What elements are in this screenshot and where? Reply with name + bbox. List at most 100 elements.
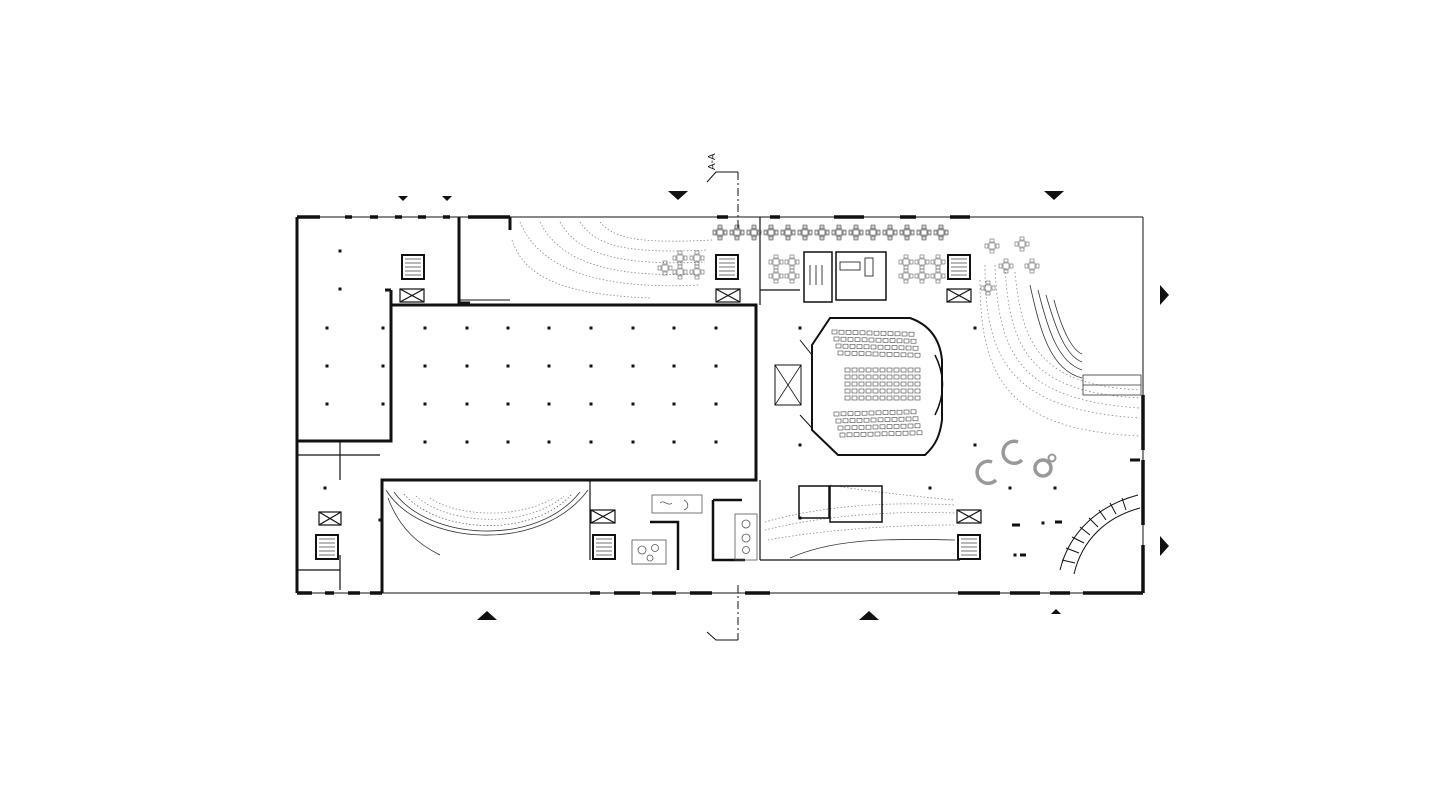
seat bbox=[893, 374, 900, 380]
seat bbox=[900, 381, 907, 387]
column bbox=[672, 402, 676, 406]
seat bbox=[900, 367, 907, 373]
cafe-table bbox=[712, 225, 728, 241]
elevator-5 bbox=[590, 509, 616, 524]
cafe-table bbox=[1024, 258, 1040, 274]
right-stepped-stairs bbox=[1029, 284, 1142, 396]
seat bbox=[844, 425, 851, 431]
seat bbox=[889, 410, 896, 415]
mid-service-rooms bbox=[650, 485, 883, 570]
column-grid bbox=[323, 249, 1057, 557]
seat bbox=[844, 350, 851, 356]
column bbox=[589, 440, 593, 444]
seat bbox=[898, 416, 905, 422]
elevator-1 bbox=[399, 288, 425, 303]
kiosk-objects bbox=[631, 494, 758, 565]
column bbox=[378, 518, 382, 522]
seat bbox=[868, 410, 875, 416]
seat bbox=[877, 344, 884, 350]
entrance-arrow bbox=[477, 611, 497, 620]
seat bbox=[886, 395, 893, 401]
seat bbox=[875, 337, 882, 343]
seat bbox=[882, 338, 889, 343]
seat bbox=[849, 418, 856, 423]
seat bbox=[901, 331, 908, 337]
elevator-6 bbox=[956, 509, 982, 524]
seat bbox=[893, 388, 900, 394]
seat bbox=[907, 388, 914, 394]
secondary-walls bbox=[297, 217, 960, 590]
seat bbox=[845, 330, 852, 335]
seat bbox=[842, 343, 849, 349]
seat bbox=[907, 374, 914, 380]
cafe-table bbox=[768, 268, 784, 284]
column bbox=[381, 402, 385, 406]
cafe-table bbox=[980, 280, 996, 296]
column bbox=[798, 326, 802, 330]
seat bbox=[858, 351, 865, 356]
seat bbox=[858, 367, 865, 373]
column bbox=[423, 440, 427, 444]
seat bbox=[916, 430, 923, 436]
seat bbox=[851, 425, 858, 430]
seat bbox=[896, 338, 903, 344]
cafe-table bbox=[916, 225, 932, 241]
seat bbox=[863, 344, 870, 350]
seat bbox=[865, 424, 872, 430]
seat bbox=[844, 388, 851, 394]
cafe-table bbox=[729, 225, 745, 241]
column bbox=[465, 440, 469, 444]
seat bbox=[914, 352, 921, 358]
entrance-arrow bbox=[1160, 285, 1169, 305]
entrance-arrow bbox=[1160, 536, 1169, 556]
seat bbox=[865, 395, 872, 401]
column bbox=[506, 440, 510, 444]
entrance-markers-bottom bbox=[477, 609, 1061, 620]
seat bbox=[874, 431, 881, 437]
seat bbox=[914, 395, 921, 401]
cafe-table bbox=[1014, 236, 1030, 252]
stair-core-1 bbox=[401, 254, 425, 280]
column bbox=[1053, 486, 1057, 490]
seat bbox=[872, 351, 879, 357]
cafe-table bbox=[689, 264, 705, 280]
stair-core-5 bbox=[592, 534, 616, 560]
seat bbox=[861, 337, 868, 343]
seat bbox=[907, 367, 914, 373]
misc-wall-marks bbox=[1012, 458, 1140, 557]
seat bbox=[851, 367, 858, 373]
seat bbox=[838, 329, 845, 335]
seat bbox=[840, 336, 847, 342]
seat bbox=[872, 381, 879, 387]
seat bbox=[910, 409, 917, 415]
column bbox=[631, 326, 635, 330]
cafe-table bbox=[984, 238, 1000, 254]
seat bbox=[886, 367, 893, 373]
seat bbox=[842, 418, 849, 424]
seat bbox=[907, 352, 914, 358]
cafe-table bbox=[898, 268, 914, 284]
seat bbox=[879, 424, 886, 430]
seat bbox=[865, 388, 872, 394]
auditorium bbox=[774, 317, 944, 456]
seat bbox=[844, 374, 851, 380]
seat bbox=[879, 388, 886, 394]
column bbox=[325, 364, 329, 368]
column bbox=[423, 402, 427, 406]
seat bbox=[865, 381, 872, 387]
seat bbox=[912, 345, 919, 351]
stair-core-2 bbox=[715, 254, 739, 280]
seat bbox=[867, 431, 874, 437]
column bbox=[672, 364, 676, 368]
seat bbox=[909, 430, 916, 436]
column bbox=[714, 326, 718, 330]
seat bbox=[900, 374, 907, 380]
seat bbox=[893, 381, 900, 387]
seat bbox=[831, 329, 838, 335]
column bbox=[928, 486, 932, 490]
seat bbox=[895, 431, 902, 436]
seat bbox=[863, 417, 870, 423]
seat bbox=[872, 424, 879, 430]
right-terrace-arcs bbox=[979, 264, 1141, 437]
